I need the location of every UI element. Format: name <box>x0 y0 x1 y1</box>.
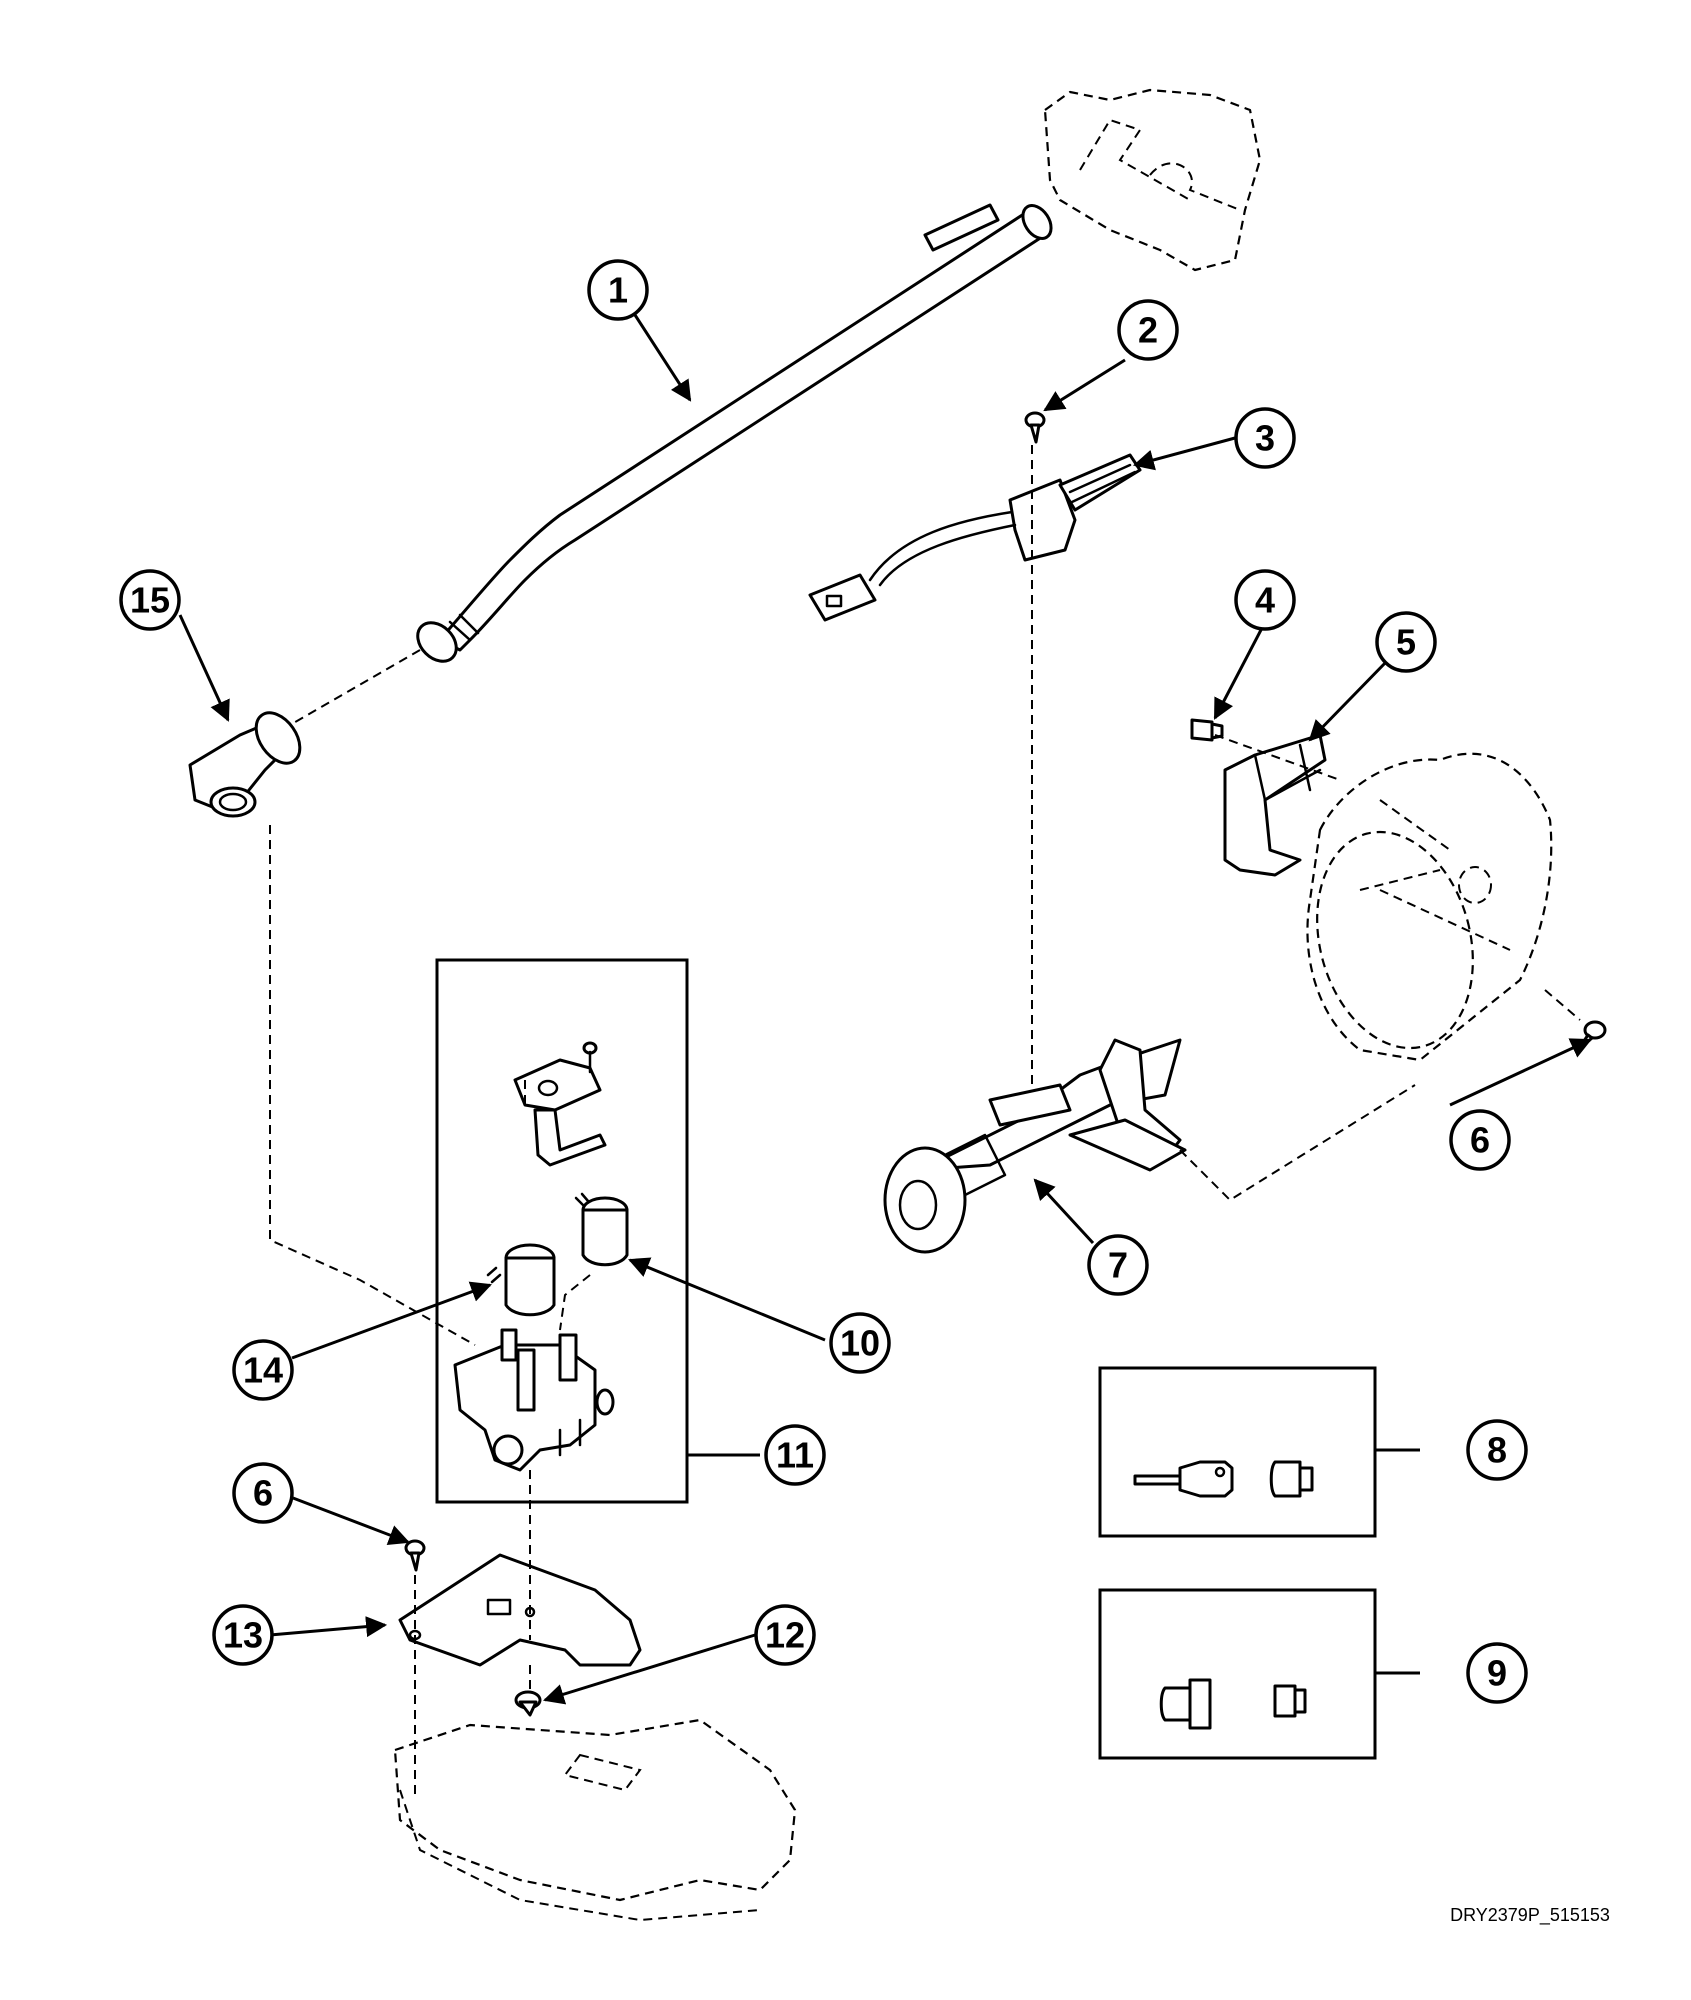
orifice-kit-frame-9 <box>1098 1588 1377 1760</box>
orifice-kit-8 <box>1133 1460 1314 1498</box>
orifice-kit-frame-8 <box>1098 1366 1377 1538</box>
gas-valve-body <box>453 1328 615 1472</box>
svg-text:5: 5 <box>1396 622 1416 663</box>
svg-text:6: 6 <box>1470 1120 1490 1161</box>
ghost-cabinet-bracket <box>1043 88 1262 272</box>
callout-4: 4 <box>1234 569 1296 631</box>
solenoid-coil-14 <box>486 1243 556 1317</box>
igniter <box>808 453 1142 622</box>
diagram-reference-code: DRY2379P_515153 <box>1450 1905 1610 1925</box>
svg-text:3: 3 <box>1255 418 1275 459</box>
svg-text:12: 12 <box>765 1615 805 1656</box>
svg-text:6: 6 <box>253 1473 273 1514</box>
burner-tube <box>883 1038 1187 1254</box>
ghost-base <box>393 1718 797 1922</box>
orifice-kit-9 <box>1159 1678 1307 1730</box>
valve-bracket <box>513 1041 607 1167</box>
svg-text:13: 13 <box>223 1615 263 1656</box>
screw-4 <box>1190 718 1224 742</box>
callout-5: 5 <box>1375 611 1437 673</box>
valve-mounting-plate <box>398 1553 642 1667</box>
svg-text:14: 14 <box>243 1350 283 1391</box>
screw-6-right <box>1576 1020 1607 1052</box>
svg-text:1: 1 <box>608 270 628 311</box>
callout-9: 9 <box>1466 1642 1528 1704</box>
callout-2: 2 <box>1117 299 1179 361</box>
ghost-burner-housing <box>1306 752 1553 1062</box>
callout-6-right: 6 <box>1449 1109 1511 1171</box>
callout-11: 11 <box>764 1424 826 1486</box>
leader-lines <box>178 314 1592 1705</box>
svg-text:4: 4 <box>1255 580 1275 621</box>
svg-text:10: 10 <box>840 1323 880 1364</box>
assembly-lines <box>269 445 1581 1800</box>
solenoid-coil-10 <box>574 1192 629 1267</box>
svg-text:2: 2 <box>1138 310 1158 351</box>
callout-12: 12 <box>754 1604 816 1666</box>
screw-2 <box>1024 411 1046 444</box>
svg-text:15: 15 <box>130 580 170 621</box>
callout-3: 3 <box>1234 407 1296 469</box>
callout-15: 15 <box>119 569 181 631</box>
callout-10: 10 <box>829 1312 891 1374</box>
callout-6-left: 6 <box>232 1462 294 1524</box>
gas-pipe <box>416 203 1053 663</box>
callout-8: 8 <box>1466 1419 1528 1481</box>
screw-12 <box>514 1690 542 1717</box>
callout-1: 1 <box>587 259 649 321</box>
callout-13: 13 <box>212 1604 274 1666</box>
valve-assembly-frame <box>435 958 689 1504</box>
svg-text:9: 9 <box>1487 1653 1507 1694</box>
elbow-fitting <box>188 711 302 818</box>
svg-text:8: 8 <box>1487 1430 1507 1471</box>
callout-14: 14 <box>232 1339 294 1401</box>
callout-7: 7 <box>1087 1234 1149 1296</box>
screw-6-left <box>404 1539 426 1572</box>
svg-text:7: 7 <box>1108 1245 1128 1286</box>
svg-text:11: 11 <box>776 1435 814 1476</box>
